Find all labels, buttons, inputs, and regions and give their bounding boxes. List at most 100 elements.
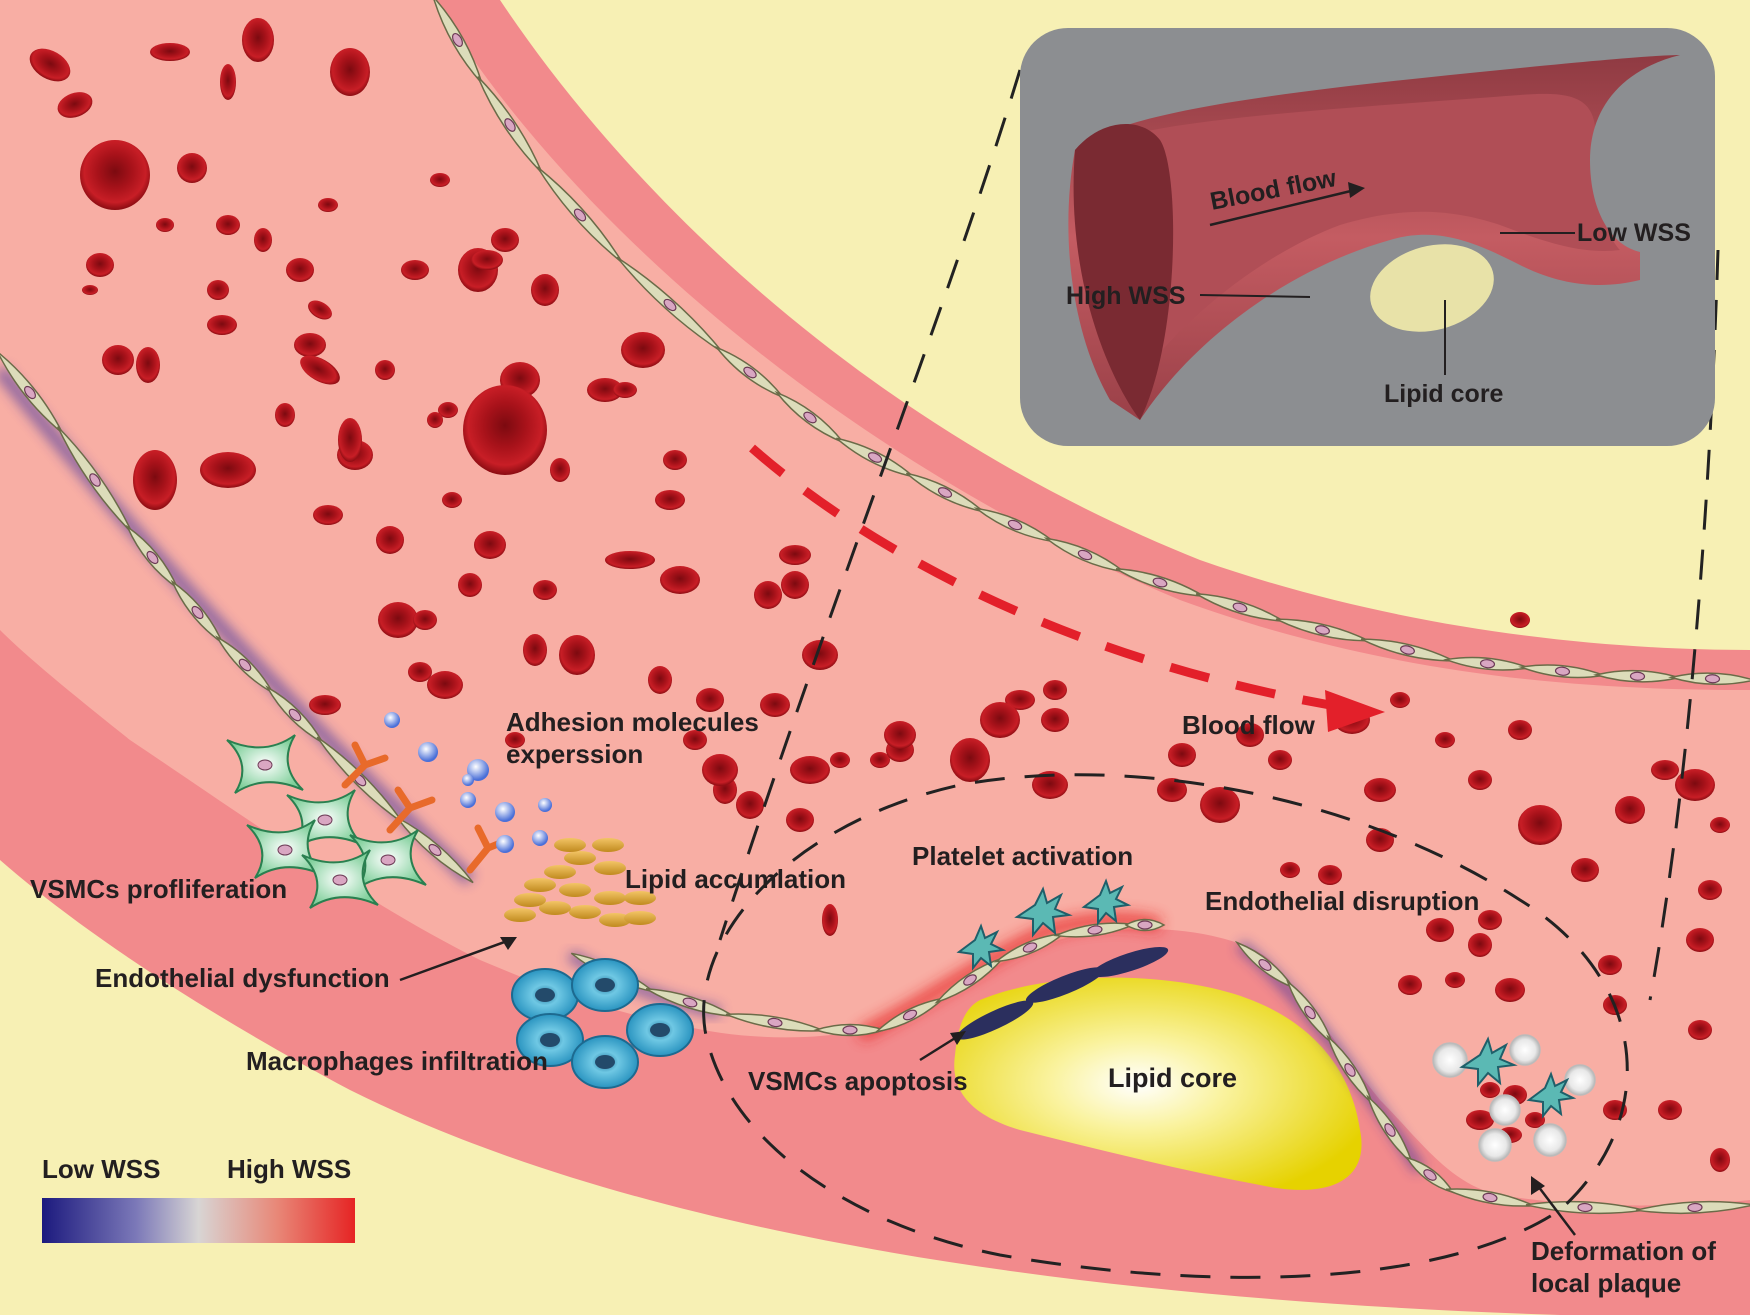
lipid-droplet — [592, 838, 624, 852]
red-blood-cell — [427, 671, 463, 699]
red-blood-cell — [950, 738, 990, 782]
endothelial-cell — [874, 997, 946, 1033]
red-blood-cell — [660, 566, 700, 594]
red-blood-cell — [870, 752, 890, 768]
red-blood-cell — [1426, 918, 1454, 942]
red-blood-cell — [1468, 933, 1492, 957]
endothelium-lower-right — [1234, 940, 1750, 1215]
blood-flow-arrow-head — [1325, 690, 1385, 732]
label-arrows — [399, 937, 1576, 1236]
red-blood-cell — [1478, 910, 1502, 930]
red-blood-cell — [57, 92, 93, 118]
endothelial-cell — [57, 426, 133, 534]
red-blood-cell — [1698, 880, 1722, 900]
endothelial-cell — [1635, 1200, 1750, 1215]
red-blood-cell — [1364, 778, 1396, 802]
red-blood-cell — [533, 580, 557, 600]
red-blood-cell — [294, 333, 326, 357]
lipid-core-shape — [954, 977, 1362, 1190]
lipid-droplet — [544, 865, 576, 879]
red-blood-cell — [1032, 771, 1068, 799]
apoptotic-vsmcs — [956, 946, 1169, 1040]
adhesion-sphere — [495, 802, 515, 822]
red-blood-cell — [474, 531, 506, 559]
red-blood-cell — [375, 360, 395, 380]
label-vsmc-proliferation: VSMCs profliferation — [30, 874, 287, 904]
red-blood-cell — [648, 666, 672, 694]
red-blood-cell — [1615, 796, 1645, 824]
red-blood-cell — [786, 808, 814, 832]
red-blood-cell — [655, 490, 685, 510]
red-blood-cell — [313, 505, 343, 525]
red-blood-cell — [309, 695, 341, 715]
red-blood-cell — [156, 218, 174, 232]
red-blood-cell — [1480, 1082, 1500, 1098]
vsmc-nucleus — [380, 854, 396, 866]
red-blood-cell — [458, 573, 482, 597]
vsmc-nucleus — [317, 814, 333, 826]
vsmc-nucleus — [332, 874, 348, 886]
red-blood-cell — [1525, 1112, 1545, 1128]
lipid-droplet — [594, 891, 626, 905]
macrophage-nucleus — [595, 1055, 615, 1069]
label-platelet-activation: Platelet activation — [912, 841, 1133, 871]
label-endothelial-disruption: Endothelial disruption — [1205, 886, 1479, 916]
label-adhesion-line1: Adhesion molecules — [506, 707, 759, 737]
red-blood-cell — [760, 693, 790, 717]
red-blood-cell — [300, 355, 340, 385]
adhesion-sphere — [384, 712, 400, 728]
red-blood-cell — [471, 250, 503, 270]
inset-vessel-rim — [1073, 123, 1174, 421]
label-deformation-line1: Deformation of — [1531, 1236, 1716, 1266]
wss-legend: Low WSS High WSS — [42, 1154, 355, 1243]
inset-lipid-core — [1370, 244, 1494, 332]
red-blood-cell — [1445, 972, 1465, 988]
macrophage-nucleus — [650, 1023, 670, 1037]
high-wss-glow — [856, 913, 1162, 1042]
red-blood-cell — [702, 754, 738, 786]
adhesion-sphere — [462, 774, 474, 786]
inset-vessel-opening — [1590, 55, 1680, 252]
red-blood-cell — [1518, 805, 1562, 845]
red-blood-cell — [463, 385, 547, 475]
red-blood-cell — [177, 153, 207, 183]
adhesion-sphere — [460, 792, 476, 808]
label-vsmc-apoptosis: VSMCs apoptosis — [748, 1066, 968, 1096]
lipid-droplets — [504, 838, 656, 927]
red-blood-cell — [102, 345, 134, 375]
red-blood-cell — [1318, 865, 1342, 885]
red-blood-cell — [802, 640, 838, 670]
legend-gradient-bar — [42, 1198, 355, 1243]
red-blood-cell — [82, 285, 98, 295]
red-blood-cell — [605, 551, 655, 569]
red-blood-cell — [1168, 743, 1196, 767]
red-blood-cell — [1043, 680, 1067, 700]
red-blood-cell — [242, 18, 274, 62]
red-blood-cell — [308, 300, 332, 320]
label-deformation-line2: local plaque — [1531, 1268, 1681, 1298]
inset-high-wss-leader — [1199, 294, 1311, 298]
blood-flow-arrow-line — [749, 444, 1331, 710]
red-blood-cell — [1236, 723, 1264, 747]
red-blood-cell — [1675, 769, 1715, 801]
adhesion-sphere — [418, 742, 438, 762]
red-blood-cell — [1398, 975, 1422, 995]
red-blood-cell — [378, 602, 418, 638]
red-blood-cell — [220, 64, 236, 100]
red-blood-cells — [29, 18, 1730, 1172]
macrophages — [511, 958, 694, 1089]
red-blood-cell — [790, 756, 830, 784]
red-blood-cell — [207, 315, 237, 335]
red-blood-cell — [781, 571, 809, 599]
lipid-droplet — [559, 883, 591, 897]
red-blood-cell — [275, 403, 295, 427]
label-lipid-accumulation: Lipid accumlation — [625, 864, 846, 894]
red-blood-cell — [523, 634, 547, 666]
red-blood-cell — [1510, 612, 1530, 628]
red-blood-cell — [980, 702, 1020, 738]
inset-label-high-wss: High WSS — [1066, 282, 1185, 310]
red-blood-cell — [1268, 750, 1292, 770]
endothelial-cell — [1286, 979, 1334, 1046]
red-blood-cell — [80, 140, 150, 210]
adhesion-spheres — [384, 712, 552, 853]
